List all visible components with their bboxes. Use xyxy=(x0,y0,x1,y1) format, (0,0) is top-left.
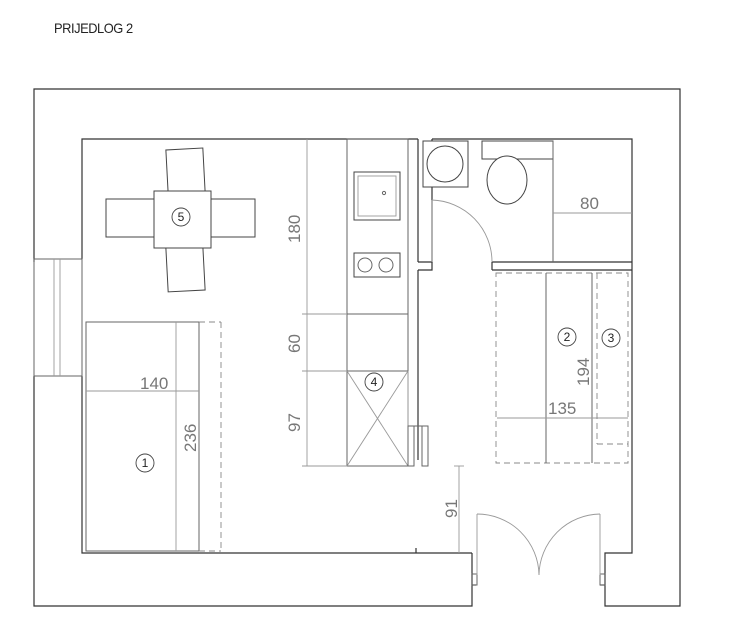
shower-dim: 80 xyxy=(553,194,632,214)
dimension-91: 91 xyxy=(442,499,461,518)
window-left xyxy=(33,258,83,377)
marker-4-label: 4 xyxy=(371,375,378,389)
bed-2-3: 135 194 2 3 xyxy=(495,272,629,464)
washing-machine xyxy=(422,140,469,188)
marker-5-label: 5 xyxy=(178,210,185,224)
dimension-97: 97 xyxy=(285,413,304,432)
dimension-140: 140 xyxy=(140,374,168,393)
bed-1: 140 236 1 xyxy=(85,321,222,552)
dimension-80: 80 xyxy=(580,194,599,213)
dimension-236: 236 xyxy=(181,424,200,452)
marker-4 xyxy=(364,372,384,392)
marker-4-group: 4 xyxy=(364,372,384,392)
exterior-walls xyxy=(33,88,681,607)
page-title: PRIJEDLOG 2 xyxy=(54,20,133,36)
marker-1 xyxy=(135,453,155,473)
marker-2 xyxy=(557,327,577,347)
closet-door xyxy=(407,425,429,467)
marker-3 xyxy=(601,328,621,348)
marker-1-label: 1 xyxy=(142,456,149,470)
marker-3-label: 3 xyxy=(608,331,615,345)
toilet xyxy=(481,140,554,262)
dimension-135: 135 xyxy=(548,399,576,418)
cooktop-icon xyxy=(353,252,401,278)
entrance-dim: 91 xyxy=(442,465,464,553)
dimension-194: 194 xyxy=(574,358,593,386)
bathroom-door xyxy=(431,199,493,263)
entrance-door xyxy=(471,513,606,586)
dining-set: 5 xyxy=(105,147,256,293)
dimension-180: 180 xyxy=(285,215,304,243)
dimension-60: 60 xyxy=(285,334,304,353)
dimension-chain-left: 180 60 97 xyxy=(285,139,347,467)
kitchen-counter xyxy=(346,138,409,467)
marker-2-label: 2 xyxy=(564,330,571,344)
marker-5 xyxy=(171,207,191,227)
sink-icon xyxy=(353,171,401,221)
